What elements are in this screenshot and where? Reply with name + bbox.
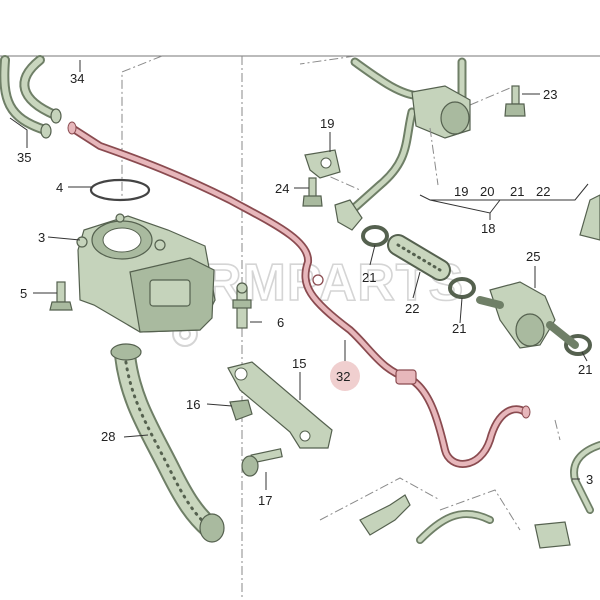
label-32: 32 (336, 369, 350, 384)
clamp-21-a (361, 225, 389, 247)
label-25: 25 (526, 249, 540, 264)
hose-32 (67, 121, 531, 468)
label-22-group: 22 (536, 184, 550, 199)
hose-group-18 (334, 57, 471, 231)
label-3-partial: 3 (586, 472, 593, 487)
tube-22 (387, 234, 451, 281)
bolt-23 (504, 85, 526, 117)
label-5: 5 (20, 286, 27, 301)
throttle-body-3 (76, 213, 216, 333)
hose-28 (110, 343, 225, 543)
label-6: 6 (277, 315, 284, 330)
valve-25 (476, 281, 579, 349)
label-28: 28 (101, 429, 115, 444)
label-23: 23 (543, 87, 557, 102)
hose-35 (0, 55, 62, 139)
highlight-32 (330, 361, 360, 391)
clip-19 (304, 149, 341, 179)
label-20: 20 (480, 184, 494, 199)
label-24: 24 (275, 181, 289, 196)
bolt-5 (49, 281, 73, 311)
label-19-group: 19 (454, 184, 468, 199)
clamp-21-b (448, 277, 476, 299)
label-16: 16 (186, 397, 200, 412)
label-21-c: 21 (578, 362, 592, 377)
stud-6 (232, 282, 252, 329)
o-ring-4 (89, 178, 151, 202)
label-21-group: 21 (510, 184, 524, 199)
label-21-a: 21 (362, 270, 376, 285)
bracket-15 (227, 361, 333, 449)
callout-labels: 34 35 4 3 5 19 24 23 19 20 21 22 18 21 2… (17, 71, 593, 508)
label-15: 15 (292, 356, 306, 371)
label-21-b: 21 (452, 321, 466, 336)
label-34: 34 (70, 71, 84, 86)
label-19-clip: 19 (320, 116, 334, 131)
label-18: 18 (481, 221, 495, 236)
leader-lines (9, 60, 589, 490)
lower-right-parts (359, 194, 600, 549)
label-4: 4 (56, 180, 63, 195)
label-22: 22 (405, 301, 419, 316)
label-3: 3 (38, 230, 45, 245)
clamp-21-c (564, 334, 592, 356)
label-17: 17 (258, 493, 272, 508)
bolt-17 (241, 448, 283, 477)
bolt-24 (302, 177, 323, 207)
nut-16 (229, 399, 253, 421)
label-35: 35 (17, 150, 31, 165)
